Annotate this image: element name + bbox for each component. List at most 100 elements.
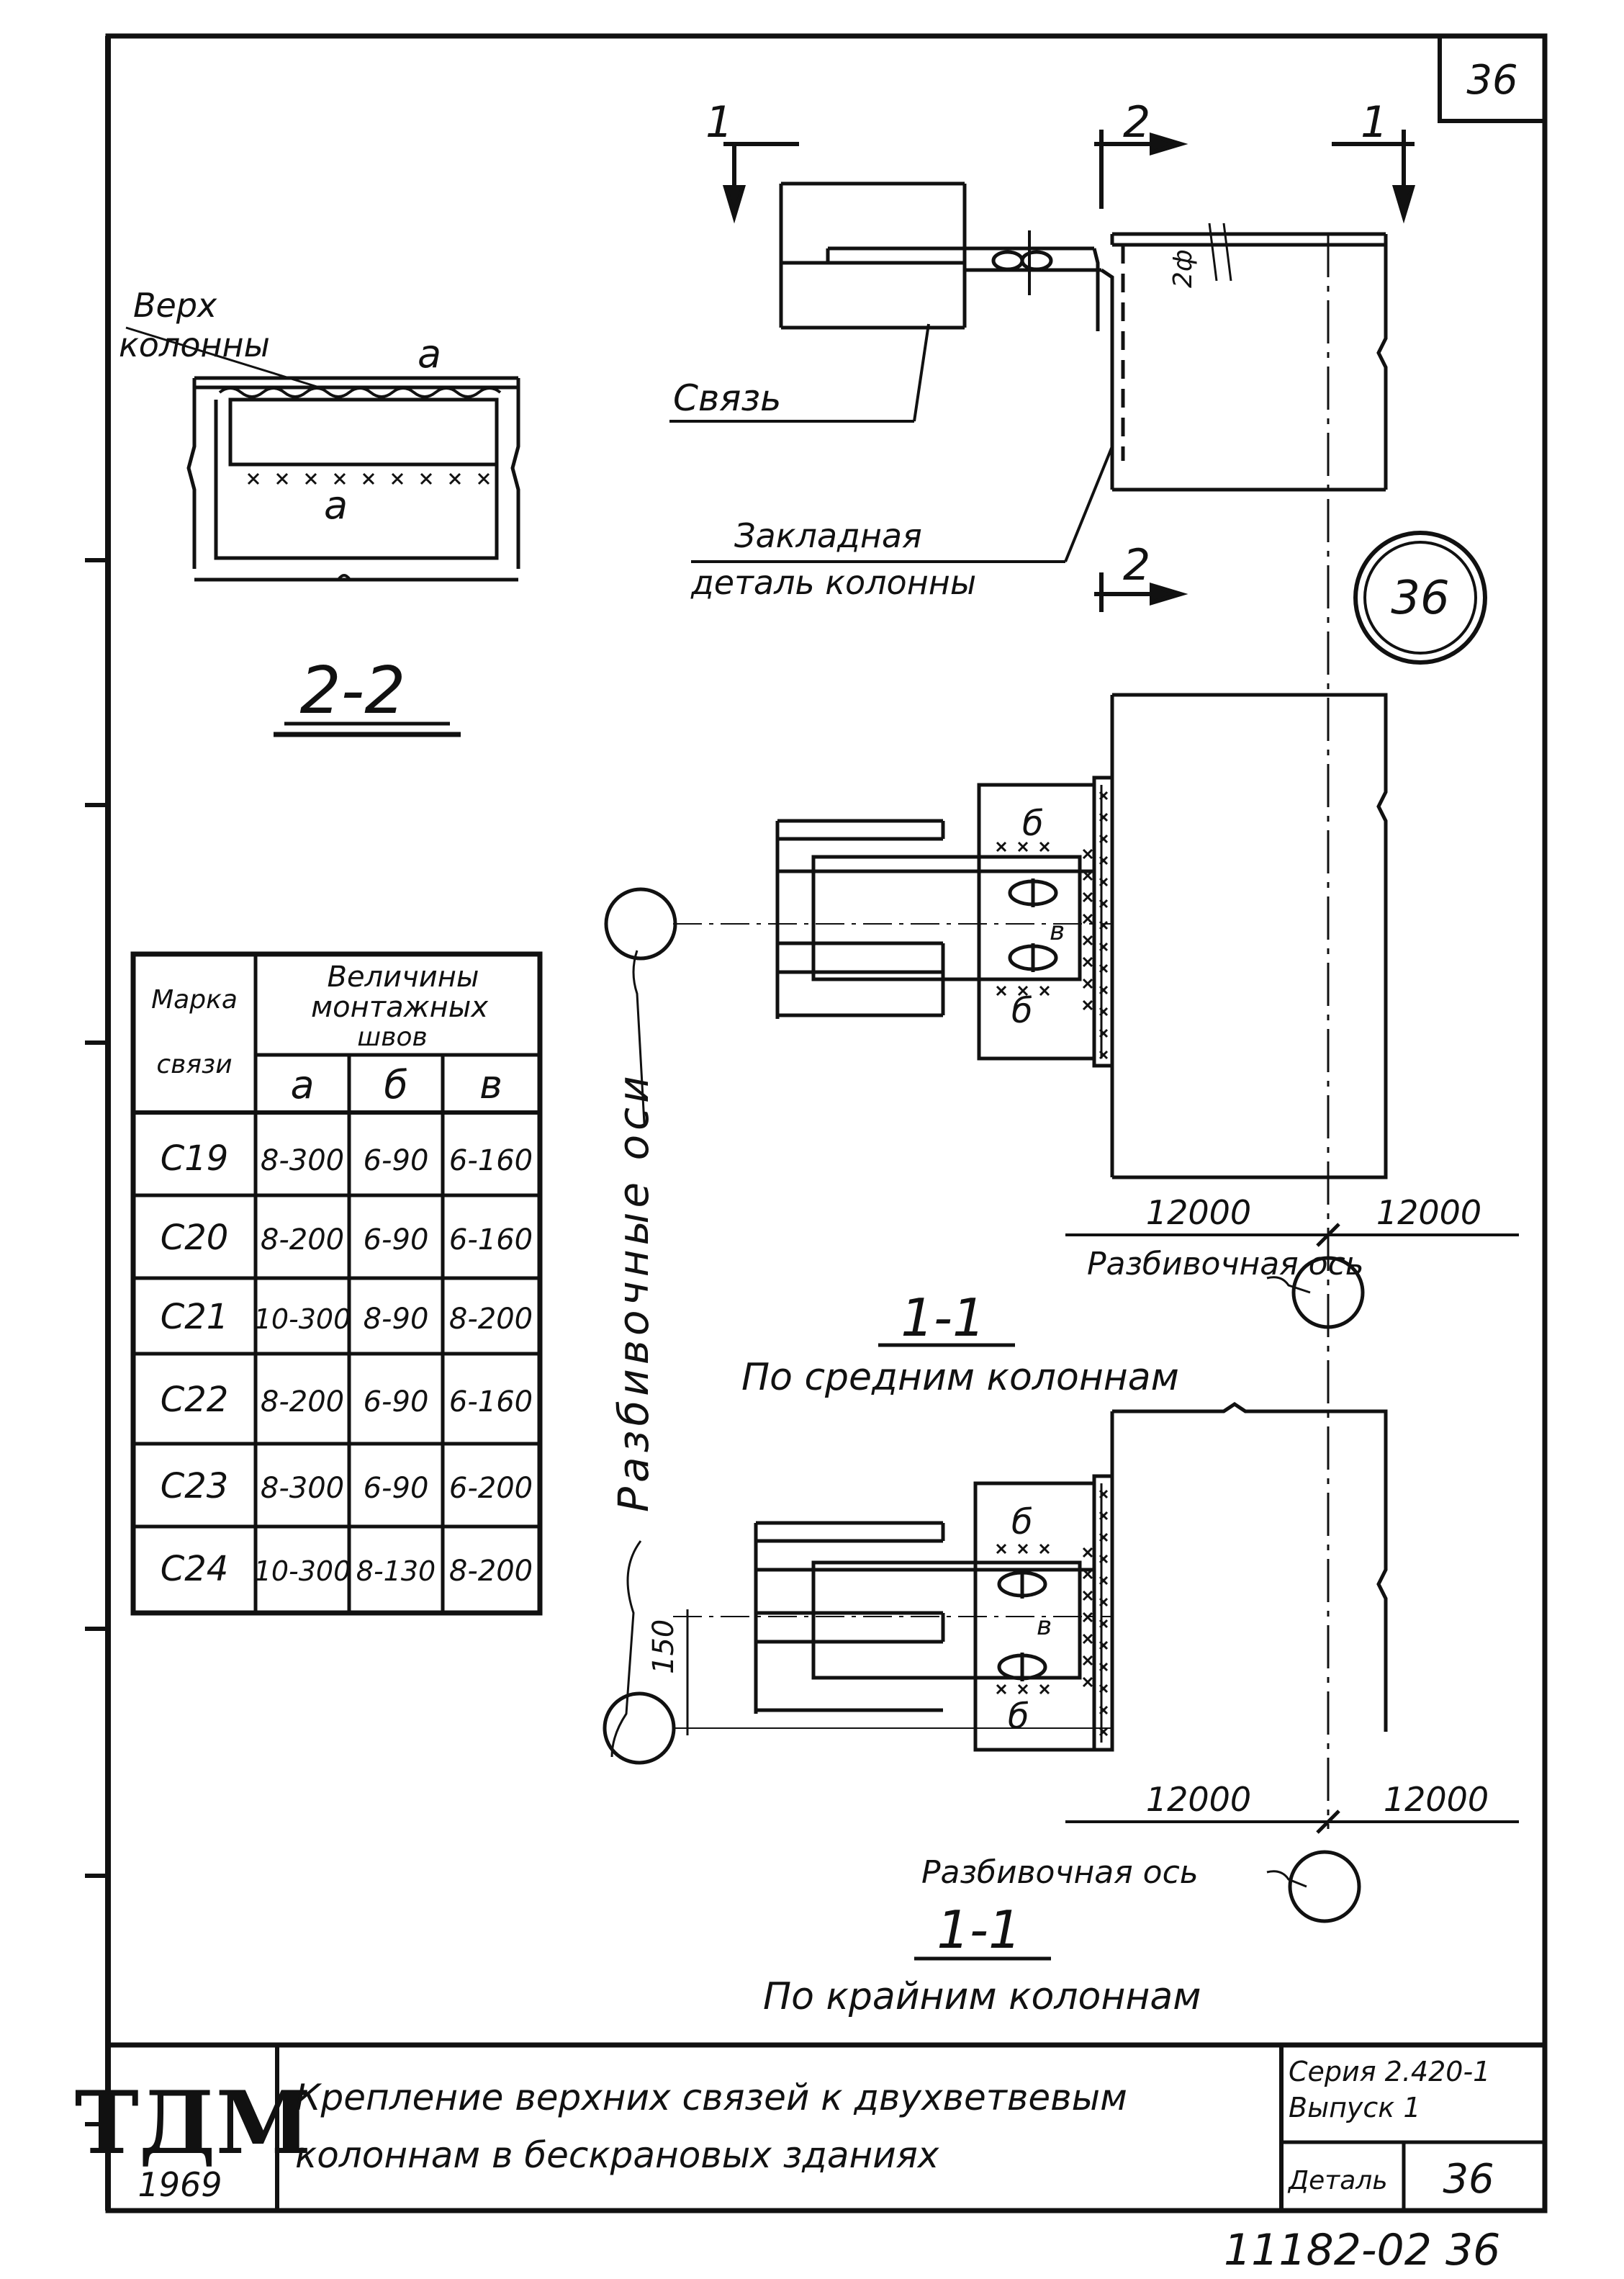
middle-dim-line bbox=[1065, 1223, 1519, 1247]
table-cell-mark: С20 bbox=[161, 1218, 229, 1258]
table-cell-mark: С21 bbox=[161, 1297, 229, 1337]
table-header-mark-1: Марка bbox=[151, 985, 238, 1015]
middle-section bbox=[673, 693, 1388, 1179]
binding-ticks bbox=[85, 558, 108, 2126]
edge-dim-left: 12000 bbox=[1146, 1780, 1251, 1819]
table-cell-v: 6-160 bbox=[449, 1223, 533, 1257]
table-cell-mark: С22 bbox=[161, 1380, 229, 1420]
title-block bbox=[108, 2042, 1545, 2211]
title-block-title-1: Крепление верхних связей к двухветвевым bbox=[295, 2077, 1127, 2118]
edge-axis-bubble-left bbox=[603, 1691, 676, 1765]
table-cell-b: 8-130 bbox=[356, 1555, 436, 1587]
title-block-series: Серия 2.420-1 bbox=[1289, 2056, 1490, 2087]
axes-label: Разбивочные оси bbox=[609, 1071, 658, 1512]
table-row: С20 8-200 6-90 6-160 bbox=[161, 1218, 533, 1258]
table-cell-a: 8-200 bbox=[261, 1223, 344, 1257]
edge-weld-v: в bbox=[1037, 1612, 1052, 1641]
table-cell-v: 8-200 bbox=[449, 1555, 533, 1588]
table-cell-a: 8-200 bbox=[261, 1385, 344, 1419]
table-cell-v: 6-160 bbox=[449, 1385, 533, 1419]
table-cell-b: 6-90 bbox=[364, 1385, 429, 1419]
edge-dim-line bbox=[1065, 1810, 1519, 1834]
table-col-b: б bbox=[384, 1062, 407, 1107]
label-top-of-column-1: Верх bbox=[133, 286, 217, 325]
edge-subtitle: По крайним колоннам bbox=[763, 1975, 1201, 2018]
table-cell-a: 8-300 bbox=[261, 1144, 344, 1177]
table-header-group-2: монтажных bbox=[311, 991, 488, 1024]
cut-mark-1-left: 1 bbox=[705, 97, 733, 148]
label-embedded-2: деталь колонны bbox=[690, 563, 976, 602]
mid-dim-left: 12000 bbox=[1146, 1193, 1251, 1232]
table-cell-a: 10-300 bbox=[254, 1555, 351, 1587]
mid-title: 1-1 bbox=[901, 1287, 985, 1348]
mid-weld-v: в bbox=[1050, 917, 1065, 946]
table-row: С22 8-200 6-90 6-160 bbox=[161, 1380, 533, 1420]
mid-weld-b-bottom: б bbox=[1011, 991, 1033, 1031]
table-cell-mark: С23 bbox=[161, 1466, 229, 1506]
table-header-group-3: швов bbox=[357, 1022, 427, 1052]
title-block-year: 1969 bbox=[137, 2165, 222, 2204]
axes-leaders bbox=[610, 950, 646, 1758]
edge-axis-bubble-bottom bbox=[1288, 1850, 1361, 1923]
table-cell-b: 6-90 bbox=[364, 1472, 429, 1505]
table-header-mark-2: связи bbox=[156, 1050, 232, 1079]
label-top-of-column-2: колонны bbox=[119, 325, 270, 364]
middle-axis-bubble-left bbox=[604, 887, 677, 961]
weld-a-top: а bbox=[418, 331, 441, 377]
edge-title: 1-1 bbox=[937, 1900, 1021, 1960]
title-block-issue: Выпуск 1 bbox=[1289, 2092, 1421, 2123]
table-cell-v: 6-160 bbox=[449, 1144, 533, 1177]
table-row: С23 8-300 6-90 6-200 bbox=[161, 1466, 533, 1506]
title-block-detail-number: 36 bbox=[1443, 2156, 1494, 2203]
edge-section bbox=[673, 1401, 1388, 1752]
edge-dim-offset: 150 bbox=[647, 1619, 680, 1674]
cut-mark-1-right: 1 bbox=[1361, 97, 1388, 148]
table-cell-b: 6-90 bbox=[364, 1223, 429, 1257]
top-detail-leaders bbox=[669, 323, 1114, 563]
cut-mark-2-bottom: 2 bbox=[1123, 540, 1150, 590]
mid-weld-b-top: б bbox=[1022, 804, 1044, 844]
table-cell-a: 8-300 bbox=[261, 1472, 344, 1505]
title-block-logo: ТДМ bbox=[75, 2072, 312, 2174]
label-embedded-1: Закладная bbox=[734, 516, 922, 555]
section-2-2-title: 2-2 bbox=[300, 653, 406, 729]
edge-section-weld-hatch bbox=[996, 1489, 1109, 1737]
sheet-number-box: 36 bbox=[1438, 34, 1547, 123]
weld-a-bottom: а bbox=[324, 482, 348, 528]
middle-section-weld-hatch bbox=[996, 791, 1109, 1060]
table-cell-v: 8-200 bbox=[449, 1303, 533, 1336]
sheet-frame bbox=[105, 33, 1548, 2213]
table-cell-mark: С19 bbox=[161, 1138, 229, 1179]
label-top-leader bbox=[125, 326, 325, 390]
top-detail bbox=[779, 181, 1388, 492]
detail-circle bbox=[1353, 531, 1487, 665]
edge-weld-b-top: б bbox=[1011, 1502, 1033, 1542]
table-row: С24 10-300 8-130 8-200 bbox=[161, 1549, 533, 1589]
table-cell-mark: С24 bbox=[161, 1549, 229, 1589]
edge-weld-b-bottom: б bbox=[1008, 1696, 1029, 1737]
label-link: Связь bbox=[673, 377, 782, 419]
section-cut-marks bbox=[722, 130, 1416, 612]
edge-axis-label: Разбивочная ось bbox=[921, 1854, 1199, 1891]
weld-note-2f: 2ф bbox=[1168, 249, 1198, 288]
mid-dim-right: 12000 bbox=[1376, 1193, 1481, 1232]
middle-axis-label-leader bbox=[1266, 1276, 1311, 1294]
table-col-v: в bbox=[479, 1062, 502, 1107]
section-2-2-weld-crosses bbox=[247, 472, 490, 485]
mid-axis-label: Разбивочная ось bbox=[1087, 1246, 1364, 1282]
section-2-2 bbox=[186, 376, 520, 582]
table-col-a: а bbox=[290, 1062, 314, 1107]
table-cell-b: 6-90 bbox=[364, 1144, 429, 1177]
table-row: С21 10-300 8-90 8-200 bbox=[161, 1297, 533, 1337]
title-block-detail-label: Деталь bbox=[1287, 2166, 1388, 2195]
detail-circle-label: 36 bbox=[1391, 572, 1449, 625]
middle-axis-bubble-bottom bbox=[1291, 1256, 1365, 1329]
table-cell-b: 8-90 bbox=[364, 1303, 429, 1336]
edge-axis-label-leader bbox=[1266, 1870, 1307, 1888]
edge-dim-right: 12000 bbox=[1384, 1780, 1489, 1819]
footer-number: 11182-02 36 bbox=[1224, 2225, 1500, 2275]
weld-table bbox=[130, 951, 543, 1616]
table-row: С19 8-300 6-90 6-160 bbox=[161, 1138, 533, 1179]
table-cell-a: 10-300 bbox=[254, 1303, 351, 1335]
mid-subtitle: По средним колоннам bbox=[741, 1356, 1179, 1399]
